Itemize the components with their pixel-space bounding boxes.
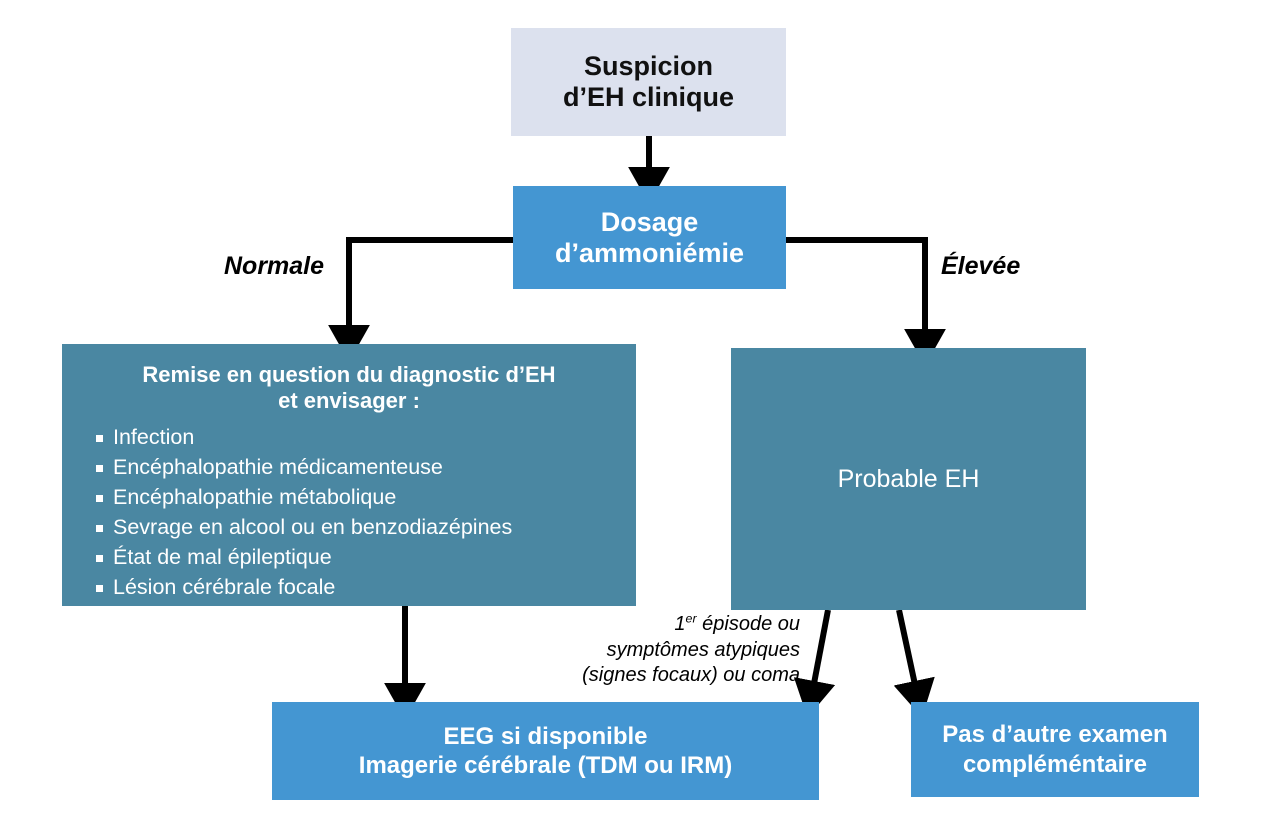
edge-label-episode-line1-sup: er xyxy=(685,611,697,626)
node-eeg-line1: EEG si disponible xyxy=(443,722,648,750)
node-pas-examen-line1: Pas d’autre examen xyxy=(942,721,1168,749)
list-item: Encéphalopathie médicamenteuse xyxy=(96,453,616,483)
node-eeg-imagerie: EEG si disponible Imagerie cérébrale (TD… xyxy=(272,702,819,800)
list-item: Lésion cérébrale focale xyxy=(96,573,616,603)
node-pas-autre-examen: Pas d’autre examen compléméntaire xyxy=(911,702,1199,797)
edge-dosage-to-remise xyxy=(328,237,513,362)
node-remise-en-question: Remise en question du diagnostic d’EH et… xyxy=(62,344,636,606)
node-remise-list: Infection Encéphalopathie médicamenteuse… xyxy=(82,423,616,602)
node-probable-eh: Probable EH xyxy=(731,348,1086,610)
edge-probable-to-pas-examen xyxy=(893,609,935,718)
node-probable-label: Probable EH xyxy=(837,464,980,493)
node-suspicion-line1: Suspicion xyxy=(583,51,713,82)
list-item: Sevrage en alcool ou en benzodiazépines xyxy=(96,513,616,543)
node-remise-heading-line2: et envisager : xyxy=(278,387,420,413)
node-dosage-line2: d’ammoniémie xyxy=(554,237,745,268)
node-suspicion-eh: Suspicion d’EH clinique xyxy=(511,28,786,136)
node-dosage-line1: Dosage xyxy=(600,206,699,237)
edge-label-episode-line1: 1er épisode ou xyxy=(545,612,800,638)
edge-label-episode-line2: symptômes atypiques xyxy=(606,638,800,661)
edge-label-normale: Normale xyxy=(224,252,325,280)
edge-label-episode-line3: (signes focaux) ou coma xyxy=(582,664,800,687)
edge-label-premier-episode: 1er épisode ou symptômes atypiques (sign… xyxy=(545,612,800,689)
edge-label-elevee: Élevée xyxy=(941,252,1021,280)
edge-label-episode-line1-rest: épisode ou xyxy=(696,613,800,635)
node-pas-examen-line2: compléméntaire xyxy=(962,750,1148,778)
list-item: État de mal épileptique xyxy=(96,543,616,573)
node-dosage-ammoniemie: Dosage d’ammoniémie xyxy=(513,186,786,289)
node-suspicion-line2: d’EH clinique xyxy=(562,82,735,112)
edge-label-episode-line1-prefix: 1 xyxy=(674,613,686,635)
node-eeg-line2: Imagerie cérébrale (TDM ou IRM) xyxy=(358,752,733,779)
list-item: Encéphalopathie métabolique xyxy=(96,483,616,513)
node-remise-heading: Remise en question du diagnostic d’EH et… xyxy=(82,362,616,413)
list-item: Infection xyxy=(96,423,616,453)
edge-probable-to-eeg xyxy=(793,609,836,718)
edge-dosage-to-probable xyxy=(786,237,946,366)
node-remise-heading-line1: Remise en question du diagnostic d’EH xyxy=(142,362,556,387)
